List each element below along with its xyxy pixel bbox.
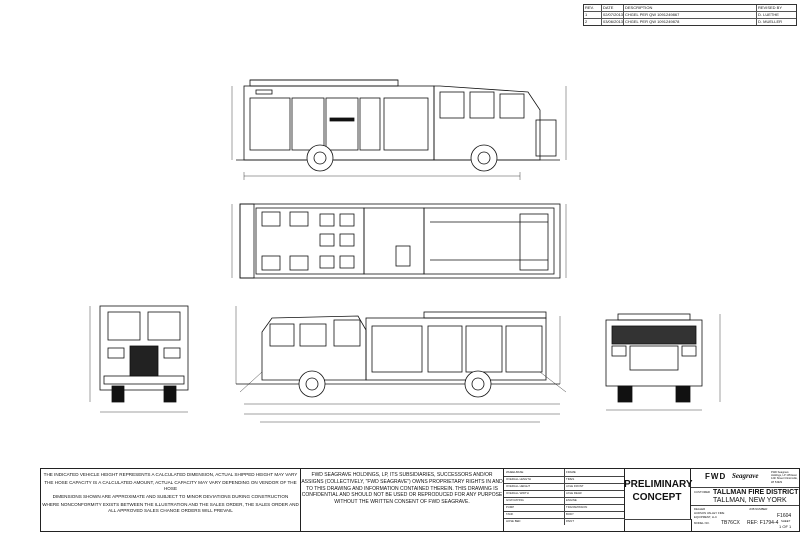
job-number-label: JOB NUMBER	[749, 507, 768, 511]
date-cell: 02/07/2013	[603, 12, 624, 18]
revised-by-cell: D. LUETHE	[758, 12, 779, 17]
revision-table: REV. DATE DESCRIPTION REVISED BY 1 02/07…	[583, 4, 797, 26]
plan-view	[231, 203, 567, 279]
reference-number: REF: F1794-4	[747, 520, 779, 526]
spec-label: HOSE BED	[506, 519, 521, 523]
revision-row: 1 02/07/2013 CHGEL PER QW 1091249867 D. …	[584, 12, 796, 19]
dealer-value: HUDSON VALLEY FIRE EQUIPMENT, LLC	[694, 511, 725, 519]
description-cell: CHGEL PER QW 1091249878	[624, 19, 757, 25]
revised-by-col-header: REVISED BY	[758, 5, 783, 10]
job-info: DEALER HUDSON VALLEY FIRE EQUIPMENT, LLC…	[691, 505, 799, 531]
spec-label: OVERALL HEIGHT	[506, 484, 531, 488]
front-view	[89, 305, 189, 413]
revision-row: 2 03/06/2013 CHGEL PER QW 1091249878 D. …	[584, 19, 796, 25]
spec-label: TIRES	[566, 477, 575, 481]
title-block: THE INDICATED VEHICLE HEIGHT REPRESENTS …	[40, 468, 800, 532]
model-label: MODEL NO.	[694, 521, 710, 525]
rev-cell: 2	[584, 19, 602, 25]
spec-label: PUMP	[506, 505, 515, 509]
prelim-line-1: PRELIMINARY	[624, 479, 693, 490]
date-cell: 03/06/2013	[603, 19, 624, 25]
spec-table: WHEELBASE OVERALL LENGTH OVERALL HEIGHT …	[504, 469, 625, 531]
customer-block: CUSTOMER TALLMAN FIRE DISTRICT TALLMAN, …	[691, 487, 799, 506]
approval-row	[624, 519, 692, 532]
dealer-label: DEALER	[694, 507, 706, 511]
spec-label: PAINT	[566, 519, 575, 523]
customer-label: CUSTOMER	[694, 490, 710, 494]
side-view-officer	[235, 306, 567, 423]
truck-drawings	[89, 79, 721, 423]
rev-cell: 1	[584, 12, 602, 18]
description-cell: CHGEL PER QW 1091249867	[624, 12, 757, 18]
sheet-number: 1 OF 1	[779, 524, 792, 529]
spec-label: OVERALL WIDTH	[506, 491, 529, 495]
spec-label: FRAME	[566, 470, 576, 474]
prelim-line-2: CONCEPT	[632, 492, 682, 503]
brand-script: Seagrave	[732, 472, 759, 480]
note-hose: THE HOSE CAPACITY IS A CALCULATED AMOUNT…	[44, 480, 297, 491]
customer-name: TALLMAN FIRE DISTRICT	[713, 489, 799, 496]
spec-label: WHEELBASE	[506, 470, 524, 474]
date-col-header: DATE	[602, 5, 624, 11]
revision-header-row: REV. DATE DESCRIPTION REVISED BY	[584, 5, 796, 12]
customer-location: TALLMAN, NEW YORK	[713, 497, 787, 504]
side-view-driver	[231, 79, 567, 180]
note-height: THE INDICATED VEHICLE HEIGHT REPRESENTS …	[43, 472, 298, 477]
company-address: FWD Seagrave Holdings, LP 105 East 12th …	[771, 471, 798, 484]
rear-view	[605, 313, 721, 411]
model-number: TB76CX	[721, 520, 740, 526]
spec-label: ENGINE	[566, 498, 577, 502]
description-col-header: DESCRIPTION	[624, 5, 757, 11]
spec-label: AXLE REAR	[566, 491, 582, 495]
spec-label: AXLE FRONT	[566, 484, 584, 488]
spec-label: TANK	[506, 512, 514, 516]
proprietary-notice: FWD SEAGRAVE HOLDINGS, LP, ITS SUBSIDIAR…	[301, 469, 504, 531]
spec-label: OVERALL LENGTH	[506, 477, 531, 481]
revised-by-cell: D. MUELLER	[758, 19, 783, 24]
sheet-label: SHEET	[781, 519, 791, 523]
note-dimensions: DIMENSIONS SHOWN ARE APPROXIMATE AND SUB…	[52, 494, 289, 499]
spec-label: GVW RATING	[506, 498, 524, 502]
company-logo: FWD Seagrave FWD Seagrave Holdings, LP 1…	[691, 469, 799, 488]
title-block-right: FWD Seagrave FWD Seagrave Holdings, LP 1…	[691, 469, 799, 531]
job-number: F1604	[777, 513, 792, 519]
spec-label: TRANSMISSION	[566, 505, 588, 509]
spec-label: BODY	[566, 512, 574, 516]
drawing-notes: THE INDICATED VEHICLE HEIGHT REPRESENTS …	[41, 469, 301, 531]
rev-col-header: REV.	[584, 5, 602, 11]
note-nonconformity: WHERE NONCONFORMITY EXISTS BETWEEN THE I…	[42, 502, 299, 513]
preliminary-concept-stamp: PRELIMINARY CONCEPT	[624, 469, 693, 519]
brand-name: FWD	[705, 472, 727, 481]
